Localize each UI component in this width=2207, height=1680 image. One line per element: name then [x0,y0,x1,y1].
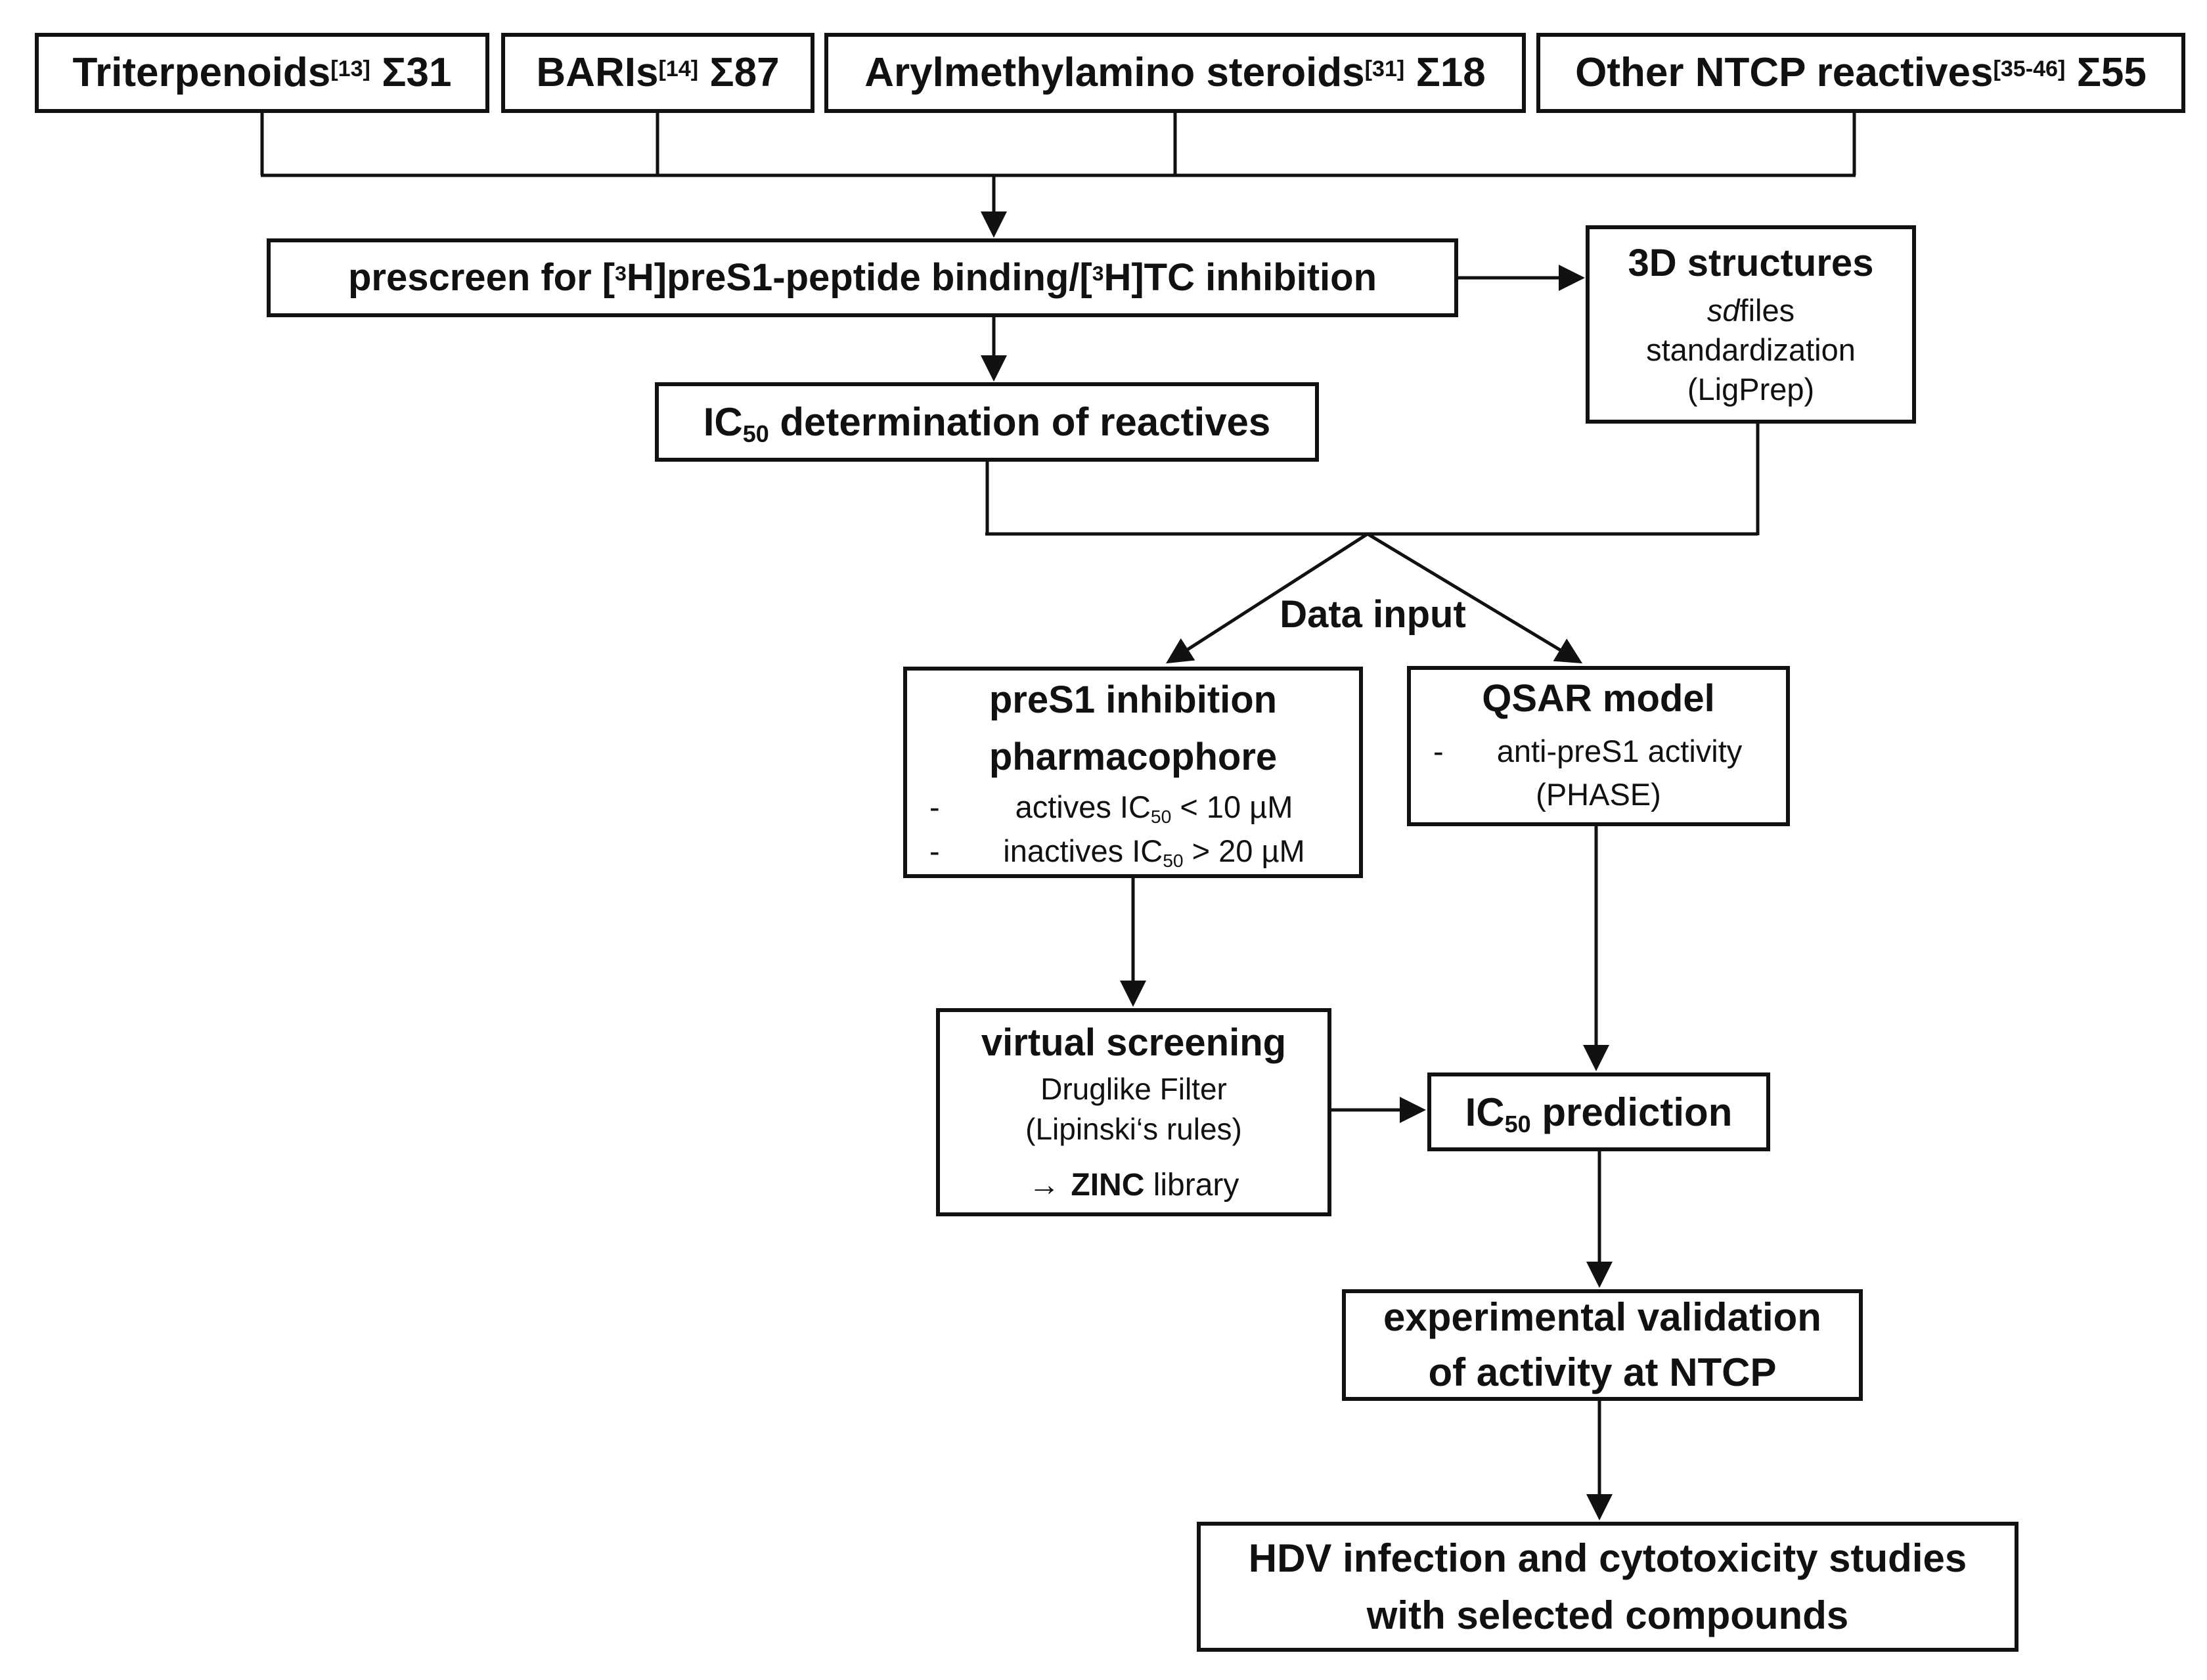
node-label: BARIs[14]Σ87 [536,50,780,96]
bullet-dash: - [929,833,940,868]
ligprep-line: (LigPrep) [1687,372,1815,407]
node-other-ntcp-reactives: Other NTCP reactives[35-46]Σ55 [1536,33,2185,113]
node-ic50-determination: IC50 determination of reactives [655,382,1319,462]
node-triterpenoids: Triterpenoids[13]Σ31 [35,33,489,113]
bullet-dash: - [1433,733,1444,768]
node-title: preS1 inhibition pharmacophore [989,678,1278,779]
isotope-superscript: 3 [1092,261,1104,286]
node-virtual-screening: virtual screening Druglike Filter (Lipin… [936,1008,1331,1216]
node-title: QSAR model [1482,677,1715,720]
reference-superscript: [31] [1364,56,1405,81]
isotope-superscript: 3 [615,261,627,286]
ic50-subscript: 50 [742,420,769,448]
ic50-subscript: 50 [1504,1110,1531,1138]
druglike-filter-line: Druglike Filter [1040,1072,1227,1107]
node-label: Other NTCP reactives[35-46]Σ55 [1575,50,2147,96]
sdfiles-line: sdfiles [1706,293,1795,328]
node-label: IC50 determination of reactives [703,400,1271,448]
standardization-line: standardization [1646,332,1856,368]
node-3d-structures: 3D structures sdfiles standardization (L… [1586,225,1916,424]
sum-count: Σ31 [382,50,452,96]
node-label: Triterpenoids[13]Σ31 [72,50,452,96]
ic50-subscript: 50 [1150,806,1172,828]
node-hdv-studies: HDV infection and cytotoxicity studies w… [1197,1522,2018,1652]
actives-bullet: - actives IC50 < 10 µM [907,785,1359,829]
reference-superscript: [14] [658,56,699,81]
node-qsar-model: QSAR model - anti-preS1 activity (PHASE) [1407,666,1790,826]
label-data-input: Data input [1280,593,1466,636]
phase-line: (PHASE) [1536,777,1661,812]
node-label: HDV infection and cytotoxicity studies w… [1248,1536,1967,1637]
node-title: virtual screening [981,1021,1287,1064]
node-label: experimental validation of activity at N… [1383,1295,1821,1394]
node-label: IC50 prediction [1465,1090,1733,1138]
node-experimental-validation: experimental validation of activity at N… [1342,1289,1863,1401]
sum-count: Σ87 [709,50,780,96]
node-title: 3D structures [1628,241,1874,284]
right-arrow-glyph: → [1028,1168,1060,1203]
reference-superscript: [13] [330,56,370,81]
node-label: prescreen for [3H]preS1-peptide binding/… [347,255,1377,299]
node-prescreen: prescreen for [3H]preS1-peptide binding/… [267,238,1458,317]
node-pres1-pharmacophore: preS1 inhibition pharmacophore - actives… [903,667,1363,878]
inactives-bullet: - inactives IC50 > 20 µM [907,829,1359,873]
anti-pres1-bullet: - anti-preS1 activity [1411,730,1786,774]
sum-count: Σ18 [1416,50,1486,96]
node-baris: BARIs[14]Σ87 [501,33,814,113]
node-label: Arylmethylamino steroids[31]Σ18 [864,50,1486,96]
reference-superscript: [35-46] [1993,56,2066,81]
sum-count: Σ55 [2076,50,2147,96]
zinc-library-line: →ZINC library [1028,1168,1239,1203]
node-ic50-prediction: IC50 prediction [1427,1072,1770,1151]
bullet-dash: - [929,789,940,825]
node-arylmethylamino-steroids: Arylmethylamino steroids[31]Σ18 [824,33,1526,113]
lipinski-rules-line: (Lipinski‘s rules) [1025,1111,1242,1146]
ic50-subscript: 50 [1163,849,1184,871]
